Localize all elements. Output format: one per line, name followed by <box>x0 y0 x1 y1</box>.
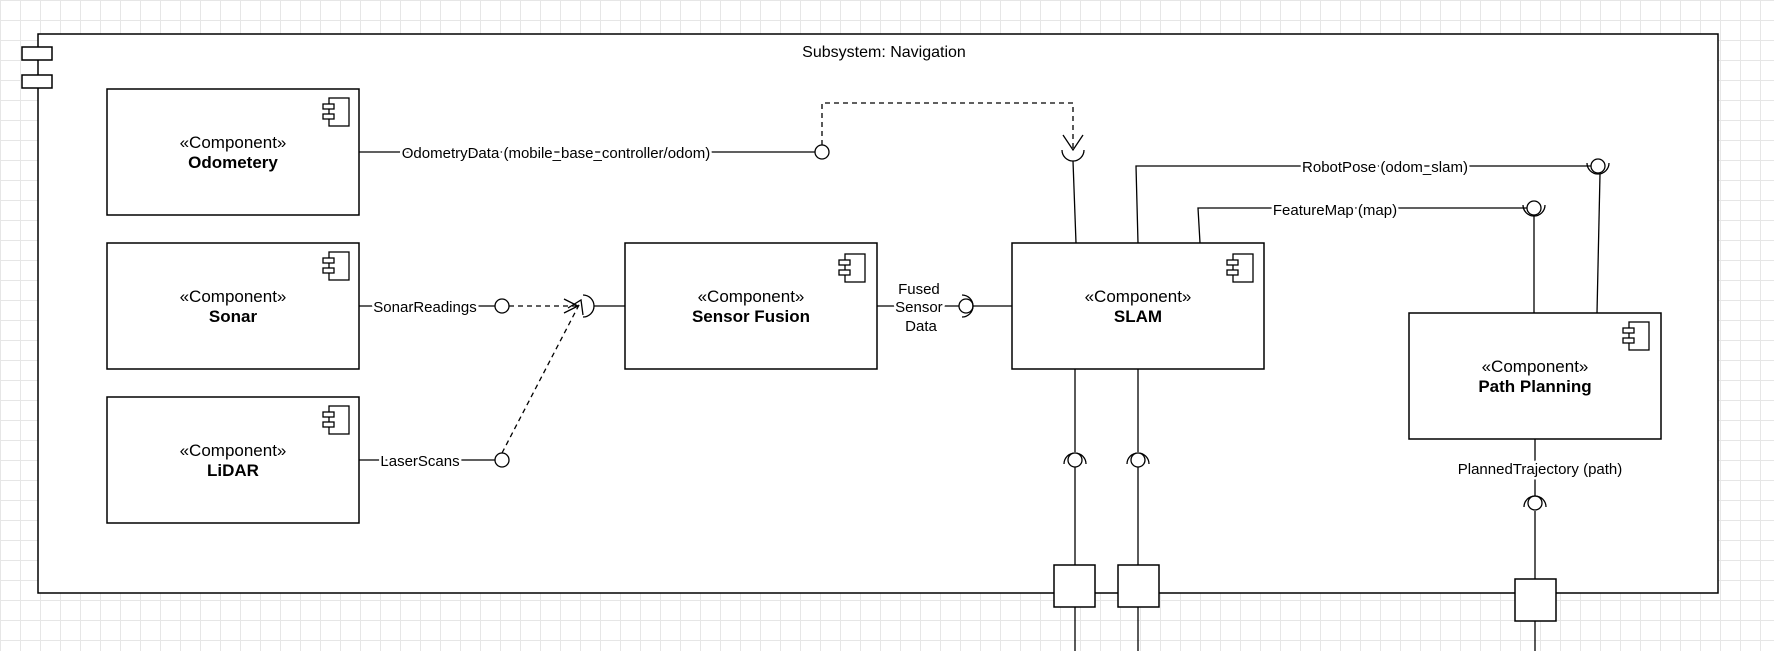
lollipop-feature-map <box>1526 200 1542 216</box>
port-slam-right[interactable] <box>1117 564 1160 608</box>
dependency-arrowhead <box>567 298 584 316</box>
sensor-fusion-name: Sensor Fusion <box>692 307 810 326</box>
odometry-name: Odometery <box>188 153 278 172</box>
component-slam[interactable]: «Component» SLAM <box>1011 242 1265 370</box>
component-icon <box>1622 321 1650 351</box>
component-sensor-fusion[interactable]: «Component» Sensor Fusion <box>624 242 878 370</box>
slam-name: SLAM <box>1114 307 1162 326</box>
lollipop-sonar <box>494 298 510 314</box>
planned-trajectory-label: PlannedTrajectory (path) <box>1458 461 1623 478</box>
lollipop-odometry <box>814 144 830 160</box>
path-planning-name: Path Planning <box>1478 377 1591 396</box>
connector-fused-sensor-data[interactable]: Fused Sensor Data <box>877 279 1012 338</box>
feature-map-label: FeatureMap (map) <box>1273 202 1397 219</box>
odometry-data-label: OdometryData (mobile_base_controller/odo… <box>402 145 710 162</box>
port-path-planning[interactable] <box>1514 578 1557 622</box>
fused-sensor-data-label: Fused Sensor Data <box>895 281 947 335</box>
connector-planned-trajectory[interactable]: PlannedTrajectory (path) <box>1455 439 1625 651</box>
connector-laser-scans[interactable]: LaserScans <box>359 298 584 473</box>
lidar-stereotype: «Component» <box>180 441 287 460</box>
lollipop-slam-down-right <box>1130 452 1146 468</box>
fused-label-line-2: Sensor <box>895 299 943 316</box>
connector-feature-map[interactable]: FeatureMap (map) <box>1197 200 1546 313</box>
robot-pose-label: RobotPose (odom_slam) <box>1302 159 1468 176</box>
odometry-stereotype: «Component» <box>180 133 287 152</box>
lollipop-fused-data <box>958 298 974 314</box>
subsystem-title: Subsystem: Navigation <box>802 44 966 61</box>
sensor-fusion-stereotype: «Component» <box>698 287 805 306</box>
sonar-stereotype: «Component» <box>180 287 287 306</box>
dependency-odometry-slam <box>821 102 1074 148</box>
component-path-planning[interactable]: «Component» Path Planning <box>1408 312 1662 440</box>
connector-slam-port-left[interactable] <box>1053 369 1096 651</box>
component-lidar[interactable]: «Component» LiDAR <box>106 396 360 524</box>
lollipop-slam-down-left <box>1067 452 1083 468</box>
fused-label-line-1: Fused <box>898 281 940 298</box>
sonar-name: Sonar <box>209 307 258 326</box>
component-odometry[interactable]: «Component» Odometery <box>106 88 360 216</box>
lollipop-planned-trajectory <box>1527 495 1543 511</box>
laser-scans-label: LaserScans <box>380 453 459 470</box>
socket-sensor-fusion-input[interactable] <box>582 294 625 318</box>
frame-port-top <box>21 46 53 61</box>
socket-path-planning-pose <box>1586 162 1610 175</box>
dependency-arrowhead <box>1062 134 1084 152</box>
component-icon <box>322 97 350 127</box>
connector-robot-pose[interactable]: RobotPose (odom_slam) <box>1135 157 1610 314</box>
lollipop-robot-pose <box>1590 158 1606 174</box>
fused-label-line-3: Data <box>905 318 937 335</box>
component-sonar[interactable]: «Component» Sonar <box>106 242 360 370</box>
connector-slam-port-right[interactable] <box>1117 369 1160 651</box>
connector-sonar-readings[interactable]: SonarReadings <box>359 297 580 319</box>
dependency-lidar-fusion <box>501 302 581 454</box>
path-planning-stereotype: «Component» <box>1482 357 1589 376</box>
socket-path-planning-map <box>1522 204 1546 217</box>
socket-slam-odometry <box>1061 149 1085 162</box>
component-icon <box>322 405 350 435</box>
lollipop-lidar <box>494 452 510 468</box>
component-icon <box>1226 253 1254 283</box>
socket-slam-fused <box>961 294 974 318</box>
port-slam-left[interactable] <box>1053 564 1096 608</box>
sonar-readings-label: SonarReadings <box>373 299 476 316</box>
socket-trajectory <box>1523 495 1547 508</box>
slam-stereotype: «Component» <box>1085 287 1192 306</box>
component-icon <box>838 253 866 283</box>
frame-port-bottom <box>21 74 53 89</box>
lidar-name: LiDAR <box>207 461 259 480</box>
connector-odometry-data[interactable]: OdometryData (mobile_base_controller/odo… <box>359 102 1085 244</box>
component-icon <box>322 251 350 281</box>
